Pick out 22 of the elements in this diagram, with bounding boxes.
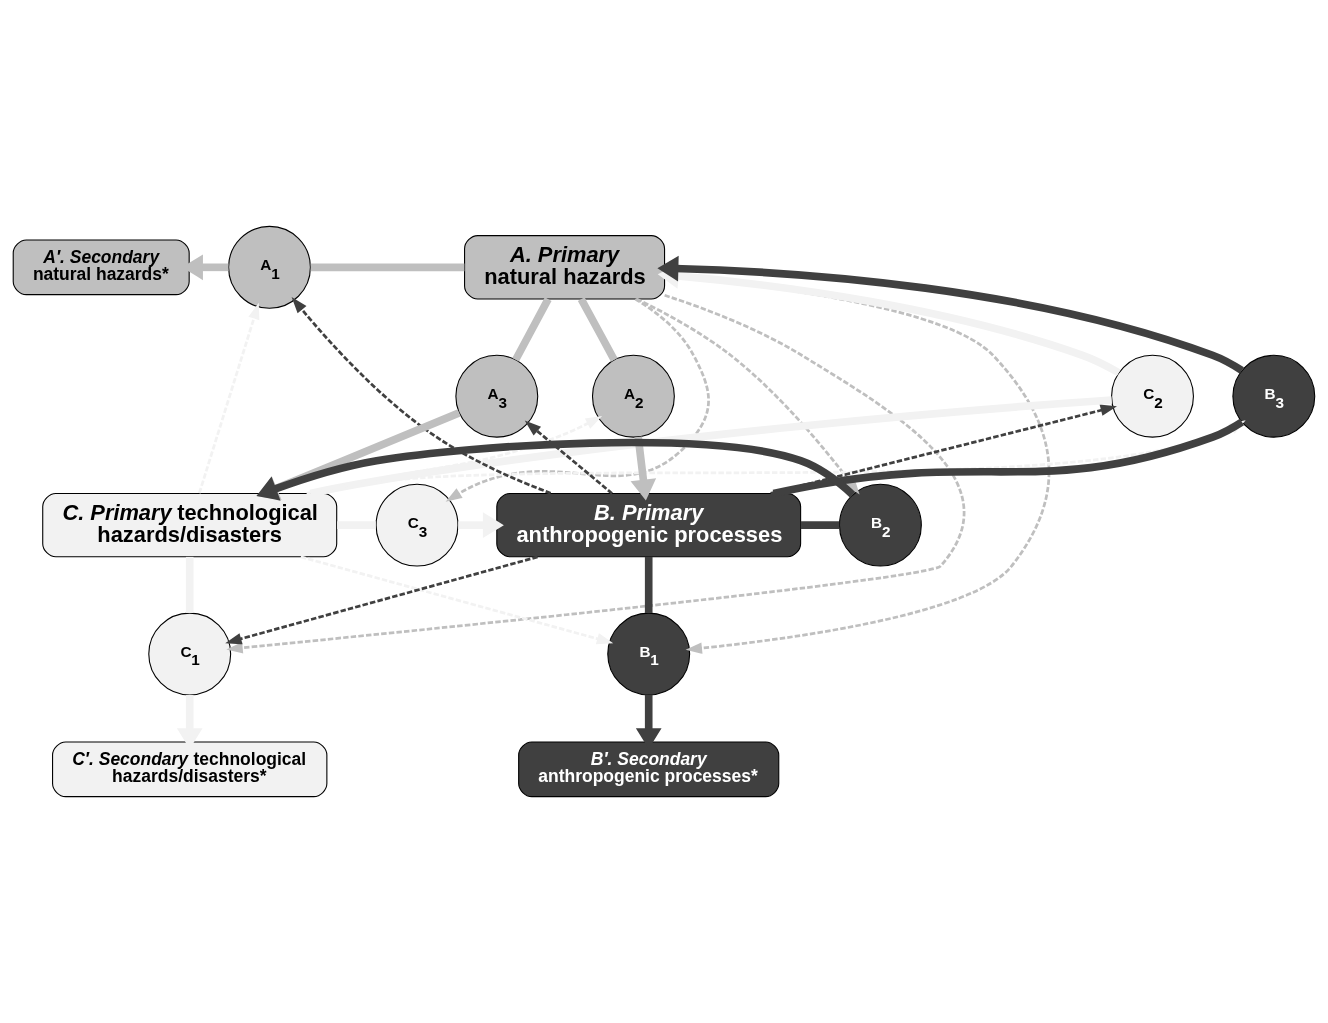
node-box: B′. Secondary anthropogenic processes* [518, 741, 780, 798]
arrow [445, 297, 710, 502]
arrow [226, 294, 965, 654]
connector [185, 556, 194, 613]
connector [577, 297, 618, 362]
node-box: C. Primary technological hazards/disasters [42, 492, 338, 558]
arrow [458, 512, 504, 538]
arrow [630, 436, 657, 501]
connector [644, 556, 653, 613]
node-box: A′. Secondary natural hazards* [12, 239, 190, 296]
arrow [291, 297, 552, 495]
connector [310, 263, 465, 272]
node-box: C′. Secondary technological hazards/disasters* [52, 741, 328, 798]
connector [337, 521, 376, 529]
connector [512, 297, 552, 362]
arrow [225, 555, 538, 645]
node-box: A. Primary natural hazards [464, 235, 666, 300]
arrow [300, 555, 614, 645]
arrow [524, 420, 613, 495]
node-box: B. Primary anthropogenic processes [496, 492, 802, 558]
connector [800, 521, 840, 529]
arrow [198, 302, 260, 494]
